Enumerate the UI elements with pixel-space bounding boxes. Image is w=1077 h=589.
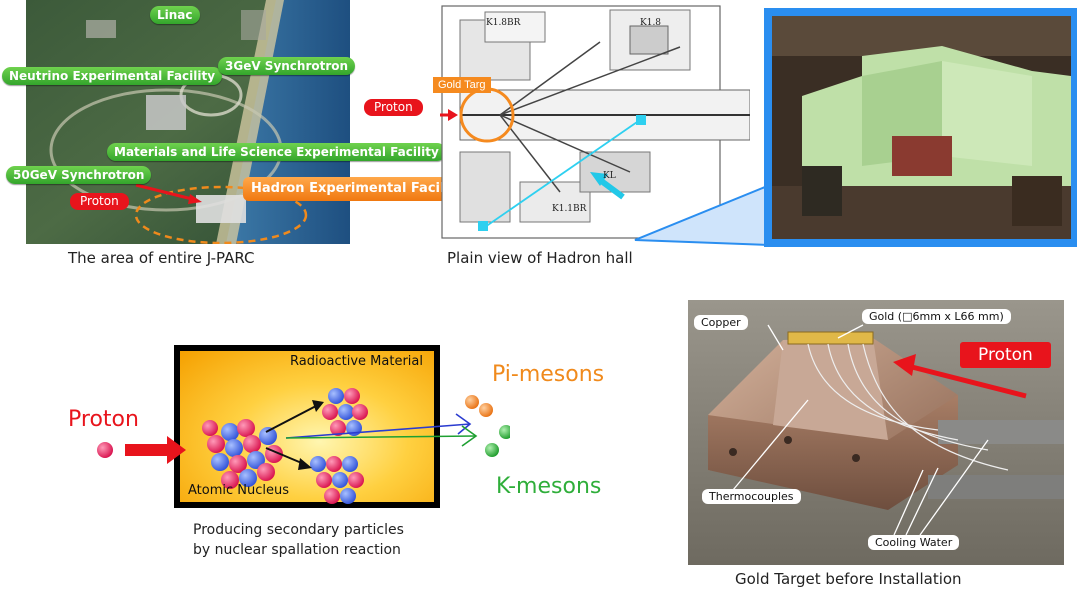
caption-plan: Plain view of Hadron hall bbox=[447, 249, 633, 267]
label-3gev-synchrotron: 3GeV Synchrotron bbox=[218, 57, 356, 75]
label-50gev-synchrotron: 50GeV Synchrotron bbox=[6, 166, 152, 184]
label-k11br: K1.1BR bbox=[552, 204, 587, 214]
atomic-nucleus-particles bbox=[202, 419, 283, 489]
label-k18: K1.8 bbox=[640, 18, 662, 28]
caption-aerial: The area of entire J-PARC bbox=[68, 249, 255, 267]
plan-view-panel bbox=[430, 2, 751, 246]
caption-spallation-line1: Producing secondary particles bbox=[193, 522, 404, 538]
plan-view-drawing bbox=[430, 5, 751, 239]
label-gold-target: Gold Targ bbox=[433, 77, 491, 93]
label-kl: KL bbox=[603, 171, 616, 181]
spallation-graphics bbox=[97, 388, 510, 504]
label-proton-target: Proton bbox=[960, 342, 1051, 368]
label-mlf: Materials and Life Science Experimental … bbox=[107, 143, 446, 161]
hadron-hall-photo bbox=[772, 16, 1071, 239]
photo-connector bbox=[634, 183, 771, 247]
label-thermocouples: Thermocouples bbox=[702, 489, 801, 504]
label-atomic-nucleus: Atomic Nucleus bbox=[188, 483, 290, 498]
label-radioactive-material: Radioactive Material bbox=[290, 354, 423, 369]
caption-spallation-line2: by nuclear spallation reaction bbox=[193, 542, 401, 558]
label-neutrino-facility: Neutrino Experimental Facility bbox=[2, 67, 223, 85]
gold-target-photo bbox=[688, 300, 1064, 565]
label-proton-spallation: Proton bbox=[68, 407, 139, 432]
label-gold-dimensions: Gold (□6mm x L66 mm) bbox=[862, 309, 1011, 324]
label-k-mesons: K-mesons bbox=[496, 474, 602, 499]
label-cooling-water: Cooling Water bbox=[868, 535, 960, 550]
label-proton-aerial: Proton bbox=[70, 193, 129, 210]
label-pi-mesons: Pi-mesons bbox=[492, 362, 605, 387]
label-hadron-facility: Hadron Experimental Facility bbox=[243, 177, 472, 201]
caption-gold-target: Gold Target before Installation bbox=[735, 570, 962, 588]
label-proton-plan: Proton bbox=[364, 99, 423, 116]
label-linac: Linac bbox=[150, 6, 200, 24]
label-k18br: K1.8BR bbox=[486, 18, 521, 28]
label-copper: Copper bbox=[694, 315, 748, 330]
